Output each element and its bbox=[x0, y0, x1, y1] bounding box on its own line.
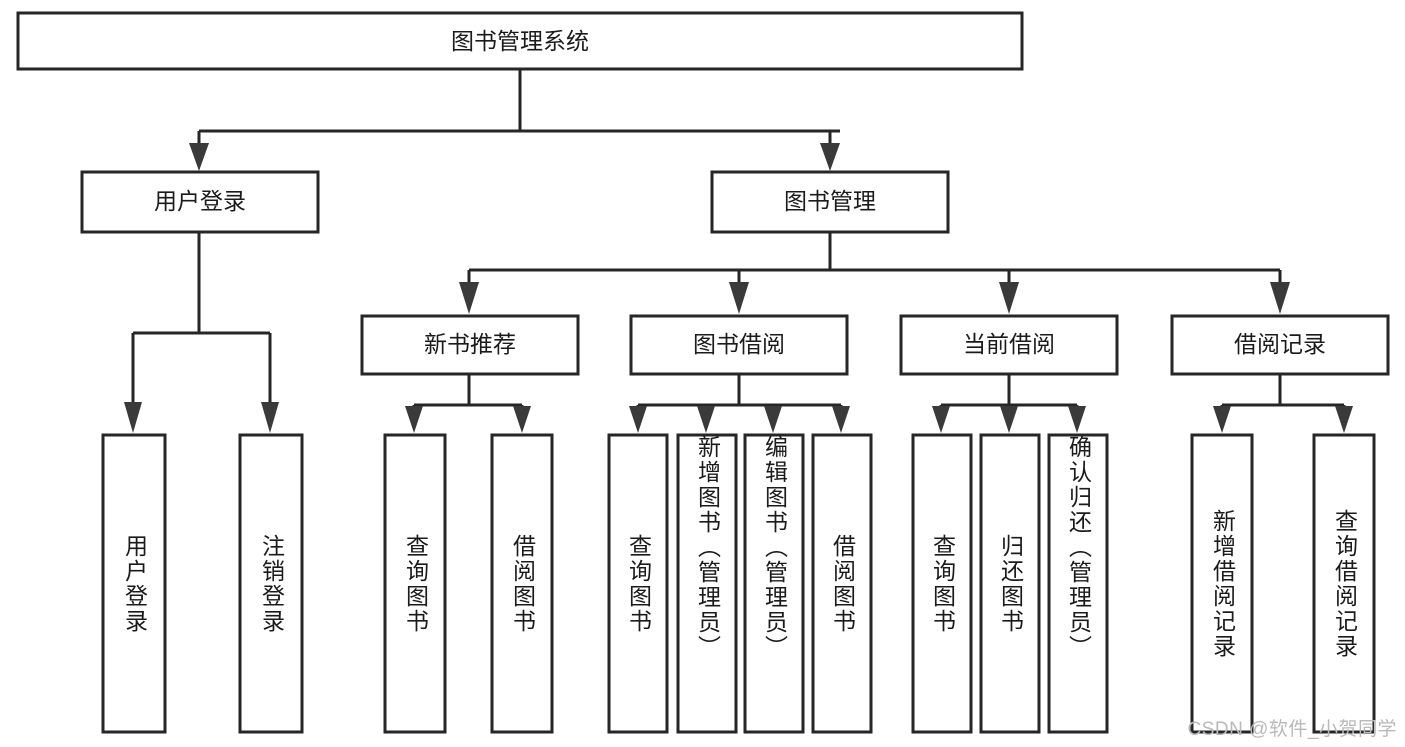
arrow-icon-currentborrow-leaf3 bbox=[1068, 406, 1086, 433]
connectors-bookborrow-to-leaves bbox=[629, 374, 850, 433]
arrow-icon-userlogin-leaf1 bbox=[124, 402, 142, 433]
node-user-login[interactable]: 用户登录 bbox=[80, 170, 320, 234]
arrow-icon-book-manage bbox=[820, 143, 840, 171]
leaf-box-book-borrow-4[interactable] bbox=[811, 433, 873, 734]
leaf-box-new-book-2[interactable] bbox=[490, 433, 554, 734]
node-current-borrow[interactable]: 当前借阅 bbox=[899, 314, 1119, 376]
leaf-box-borrow-record-2[interactable] bbox=[1312, 433, 1376, 734]
node-borrow-record-box[interactable] bbox=[1170, 314, 1390, 376]
leaf-box-book-borrow-3[interactable] bbox=[743, 433, 805, 734]
leaf-box-user-login-1[interactable] bbox=[101, 433, 167, 734]
leaf-box-book-borrow-2[interactable] bbox=[676, 433, 738, 734]
connectors-currentborrow-to-leaves bbox=[932, 374, 1086, 433]
arrow-icon-bookborrow-leaf1 bbox=[629, 406, 647, 433]
arrow-icon-bookborrow-leaf4 bbox=[832, 406, 850, 433]
leaf-box-borrow-record-1[interactable] bbox=[1190, 433, 1254, 734]
arrow-icon-userlogin-leaf2 bbox=[261, 402, 279, 433]
leaf-boxes bbox=[101, 433, 1376, 734]
arrow-icon-borrowrecord-leaf2 bbox=[1335, 406, 1353, 433]
node-book-borrow[interactable]: 图书借阅 bbox=[629, 314, 849, 376]
node-current-borrow-label: 当前借阅 bbox=[963, 331, 1055, 357]
leaf-box-current-borrow-3[interactable] bbox=[1047, 433, 1109, 734]
arrow-icon-newbook-leaf2 bbox=[513, 406, 531, 433]
arrow-icon-borrowrecord bbox=[1270, 282, 1290, 314]
node-new-book-recommend[interactable]: 新书推荐 bbox=[360, 314, 580, 376]
node-user-login-label: 用户登录 bbox=[154, 188, 246, 214]
node-book-borrow-label: 图书借阅 bbox=[693, 331, 785, 357]
connectors-bookmanage-to-level3 bbox=[459, 233, 1290, 314]
arrow-icon-borrowrecord-leaf1 bbox=[1213, 406, 1231, 433]
arrow-icon-currentborrow-leaf2 bbox=[1000, 406, 1018, 433]
node-borrow-record[interactable]: 借阅记录 bbox=[1170, 314, 1390, 376]
leaf-box-book-borrow-1[interactable] bbox=[607, 433, 669, 734]
arrow-icon-user-login bbox=[189, 143, 209, 171]
arrow-icon-bookborrow-leaf2 bbox=[697, 406, 715, 433]
arrow-icon-bookborrow bbox=[729, 282, 749, 314]
node-root-label: 图书管理系统 bbox=[451, 28, 589, 54]
node-book-borrow-box[interactable] bbox=[629, 314, 849, 376]
arrow-icon-newbook-leaf1 bbox=[405, 406, 423, 433]
node-root-box[interactable] bbox=[16, 11, 1024, 71]
connectors-borrowrecord-to-leaves bbox=[1213, 374, 1353, 433]
arrow-icon-newbook bbox=[459, 282, 479, 314]
node-book-manage[interactable]: 图书管理 bbox=[710, 170, 950, 234]
node-current-borrow-box[interactable] bbox=[899, 314, 1119, 376]
node-root[interactable]: 图书管理系统 bbox=[16, 11, 1024, 71]
leaf-box-current-borrow-1[interactable] bbox=[911, 433, 973, 734]
node-borrow-record-label: 借阅记录 bbox=[1234, 331, 1326, 357]
node-book-manage-label: 图书管理 bbox=[784, 188, 876, 214]
arrow-icon-currentborrow bbox=[999, 282, 1019, 314]
connectors-newbook-to-leaves bbox=[405, 374, 531, 433]
arrow-icon-currentborrow-leaf1 bbox=[932, 406, 950, 433]
arrow-icon-bookborrow-leaf3 bbox=[764, 406, 782, 433]
leaf-box-current-borrow-2[interactable] bbox=[979, 433, 1041, 734]
leaf-box-user-login-2[interactable] bbox=[238, 433, 304, 734]
connectors-userlogin-to-leaves bbox=[124, 233, 279, 433]
node-book-manage-box[interactable] bbox=[710, 170, 950, 234]
leaf-box-new-book-1[interactable] bbox=[383, 433, 447, 734]
watermark-text: CSDN @软件_小贺同学 bbox=[1187, 719, 1397, 740]
node-new-book-recommend-box[interactable] bbox=[360, 314, 580, 376]
node-new-book-recommend-label: 新书推荐 bbox=[424, 331, 516, 357]
node-user-login-box[interactable] bbox=[80, 170, 320, 234]
connectors-root-to-level2 bbox=[189, 69, 840, 171]
